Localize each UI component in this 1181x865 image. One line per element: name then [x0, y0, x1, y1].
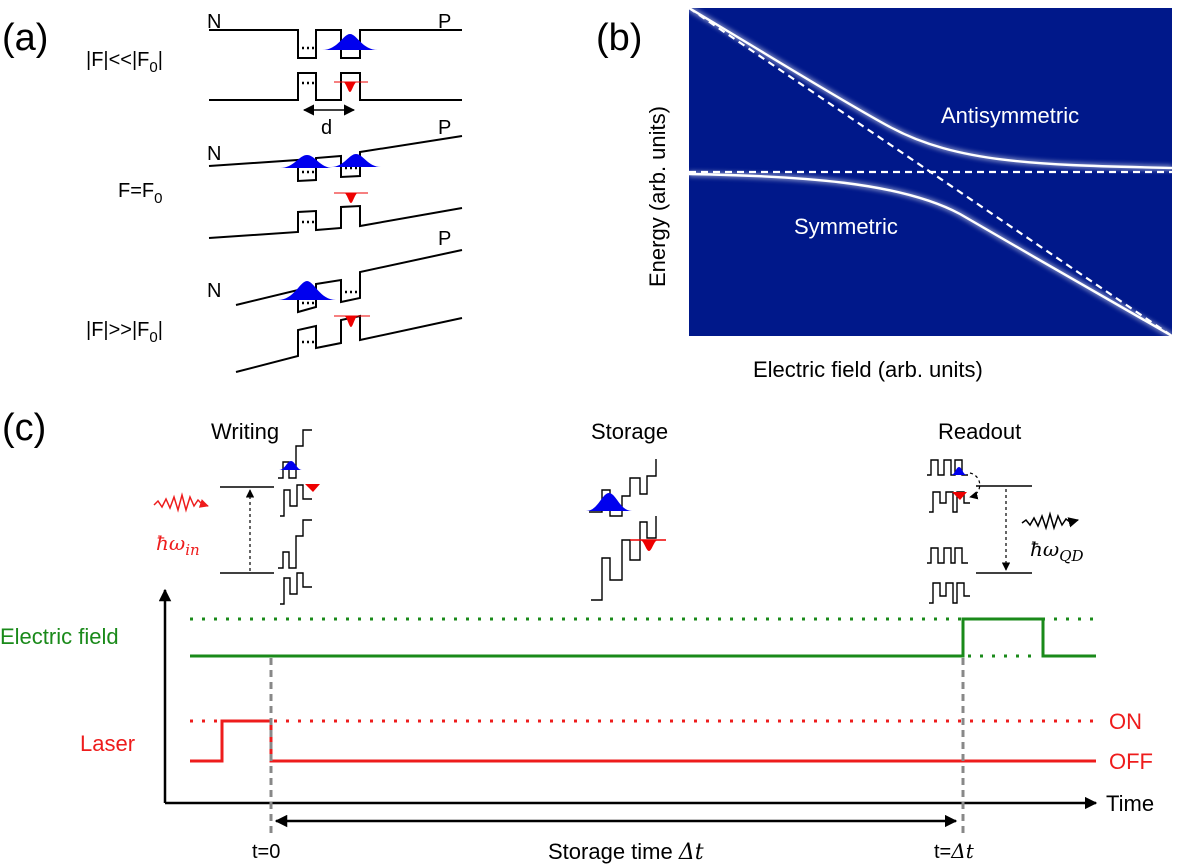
time-markers: t=0 t=Δt Storage time Δt [252, 658, 975, 865]
valence-band [208, 204, 463, 239]
time-axis-label: Time [1106, 791, 1154, 816]
hole-wavefunction [344, 316, 358, 327]
band-diagram-weak-field: N P d |F|<<|F0| [86, 11, 462, 139]
valence-band [591, 516, 657, 601]
field-signal [190, 617, 1096, 658]
electron-wavefunction [279, 461, 302, 470]
y-axis-label: Energy (arb. units) [645, 106, 670, 287]
n-label: N [207, 11, 221, 33]
electron-wavefunction [951, 467, 967, 475]
antisymmetric-branch [688, 6, 1173, 170]
band-diagram-resonant-field: N P F=F0 [118, 117, 463, 239]
lower-qd-conduction [278, 519, 312, 569]
antisymmetric-label: Antisymmetric [941, 103, 1079, 128]
emitted-photon-wave [1021, 511, 1080, 531]
storage-time-label: Storage time Δt [548, 839, 704, 865]
n-label: N [207, 280, 221, 302]
panel-c-label: (c) [2, 407, 46, 449]
hole-wavefunction [343, 82, 357, 92]
symmetric-label: Symmetric [794, 214, 898, 239]
field-trace-label: Electric field [0, 624, 119, 649]
panel-a-label: (a) [2, 17, 48, 59]
conduction-band [208, 135, 463, 183]
band-diagram-strong-field: N P |F|>>|F0| [86, 228, 463, 373]
off-label: OFF [1109, 749, 1153, 774]
laser-trace: Laser ON OFF [80, 709, 1153, 774]
anticrossing-plot: Antisymmetric Symmetric Electric field (… [645, 5, 1174, 382]
lower-qd-conduction [927, 547, 968, 564]
case-label-resonant-field: F=F0 [118, 180, 162, 207]
hole-wavefunction [344, 193, 358, 203]
n-label: N [207, 143, 221, 165]
hole-wavefunction [640, 540, 658, 551]
valence-band [235, 314, 463, 373]
electron-wavefunction [586, 493, 632, 511]
hole-wavefunction [305, 484, 320, 492]
panel-b-label: (b) [596, 17, 642, 59]
electric-field-trace: Electric field [0, 617, 1096, 658]
electron-wavefunction-left [280, 155, 333, 168]
p-label: P [438, 11, 451, 33]
conduction-band [589, 459, 657, 517]
laser-signal [190, 719, 1096, 763]
upper-qd-valence [280, 484, 312, 517]
storage-schematic [586, 459, 666, 601]
readout-schematic: ħωQD [927, 459, 1084, 604]
case-label-strong-field: |F|>>|F0| [86, 319, 163, 346]
electron-wavefunction [278, 281, 336, 300]
electron-wavefunction-right [331, 154, 381, 167]
conduction-band [209, 29, 462, 59]
stage-storage: Storage [591, 419, 668, 444]
timing-axes: Time [158, 588, 1154, 816]
t0-label: t=0 [252, 841, 280, 863]
p-label: P [438, 117, 451, 139]
tdt-label: t=Δt [934, 839, 975, 863]
lower-qd-valence [280, 572, 312, 605]
laser-trace-label: Laser [80, 731, 135, 756]
hole-wavefunction [952, 492, 967, 500]
conduction-band [235, 249, 463, 314]
upper-qd-conduction [927, 459, 968, 476]
lower-qd-valence [929, 582, 970, 604]
stage-writing: Writing [211, 419, 279, 444]
incoming-photon-wave [153, 492, 209, 513]
symmetric-branch [688, 172, 1173, 338]
x-axis-label: Electric field (arb. units) [753, 357, 983, 382]
upper-qd-conduction [278, 429, 312, 479]
electron-wavefunction [322, 34, 378, 50]
on-label: ON [1109, 709, 1142, 734]
valence-band [209, 72, 462, 101]
emitted-photon-label: ħωQD [1030, 537, 1084, 565]
incoming-photon-label: ħωin [156, 531, 200, 559]
stage-readout: Readout [938, 419, 1021, 444]
case-label-weak-field: |F|<<|F0| [86, 49, 163, 76]
tunneling-arrow [969, 472, 981, 500]
separation-d-label: d [321, 117, 332, 139]
writing-schematic: ħωin [153, 429, 320, 605]
p-label: P [438, 228, 451, 250]
